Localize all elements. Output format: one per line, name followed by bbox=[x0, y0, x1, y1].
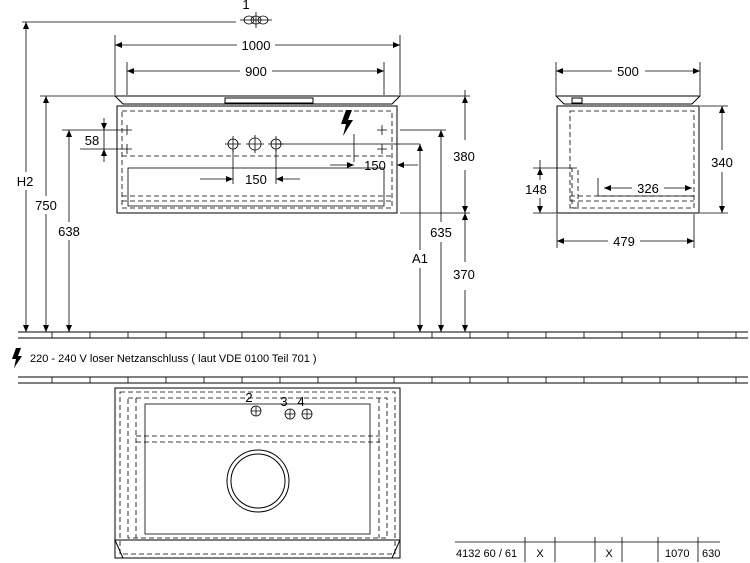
dim-500: 500 bbox=[555, 62, 701, 95]
dim-148-label: 148 bbox=[525, 182, 547, 197]
dim-750-label: 750 bbox=[35, 198, 57, 213]
power-note-text: 220 - 240 V loser Netzanschluss ( laut V… bbox=[30, 353, 317, 365]
front-view bbox=[113, 95, 420, 214]
dim-638: 638 bbox=[58, 130, 80, 332]
dim-479: 479 bbox=[556, 214, 695, 249]
drain-outer bbox=[226, 449, 290, 513]
dim-1000-label: 1000 bbox=[242, 38, 271, 53]
spec-table: 4132 60 / 61 X X 1070 630 bbox=[455, 537, 720, 562]
dim-635-label: 635 bbox=[430, 225, 452, 240]
table-value-2: 630 bbox=[702, 548, 720, 560]
dim-340-label: 340 bbox=[711, 155, 733, 170]
drain-inner bbox=[230, 453, 286, 509]
dim-900: 900 bbox=[126, 62, 385, 95]
dim-900-label: 900 bbox=[245, 64, 267, 79]
dim-a1-label: A1 bbox=[412, 251, 428, 266]
dim-h2-label: H2 bbox=[17, 174, 34, 189]
side-view bbox=[554, 95, 702, 214]
dim-750: 750 bbox=[35, 95, 115, 332]
dim-150-left-label: 150 bbox=[245, 172, 267, 187]
dim-a1: A1 bbox=[412, 144, 428, 332]
lightning-icon bbox=[341, 110, 353, 136]
dim-150-right: 150 bbox=[330, 150, 418, 173]
dim-380-label: 380 bbox=[453, 149, 475, 164]
dim-h2: H2 bbox=[17, 21, 236, 332]
callout-2-label: 2 bbox=[245, 390, 252, 405]
dim-638-label: 638 bbox=[58, 224, 80, 239]
dim-58-label: 58 bbox=[85, 133, 99, 148]
dim-326-label: 326 bbox=[637, 181, 659, 196]
callout-1-label: 1 bbox=[242, 0, 249, 12]
dim-635: 635 bbox=[400, 129, 452, 332]
table-article: 4132 60 / 61 bbox=[456, 548, 517, 560]
dim-340: 340 bbox=[700, 105, 733, 214]
dim-370-label: 370 bbox=[453, 267, 475, 282]
plan-view: 2 3 4 bbox=[18, 376, 748, 559]
fitting-left bbox=[225, 136, 241, 152]
lightning-icon bbox=[12, 348, 22, 368]
fitting-center bbox=[246, 135, 264, 153]
dim-58: 58 bbox=[62, 118, 122, 162]
floor-line bbox=[18, 331, 748, 339]
dim-1000: 1000 bbox=[114, 35, 401, 95]
dim-326: 326 bbox=[604, 181, 692, 196]
table-mark-1: X bbox=[536, 548, 544, 560]
callout-3-label: 3 bbox=[280, 394, 287, 409]
callout-4-label: 4 bbox=[297, 394, 304, 409]
table-mark-2: X bbox=[605, 548, 613, 560]
callout-1-symbol: 1 bbox=[240, 0, 272, 28]
power-note: 220 - 240 V loser Netzanschluss ( laut V… bbox=[12, 348, 317, 368]
dim-148: 148 bbox=[525, 160, 572, 214]
dim-150-right-label: 150 bbox=[364, 158, 386, 173]
dim-500-label: 500 bbox=[617, 64, 639, 79]
table-value-1: 1070 bbox=[665, 548, 689, 560]
dim-150-left: 150 bbox=[200, 150, 300, 187]
dim-380-370: 380 370 bbox=[400, 90, 475, 332]
dim-479-label: 479 bbox=[613, 234, 635, 249]
